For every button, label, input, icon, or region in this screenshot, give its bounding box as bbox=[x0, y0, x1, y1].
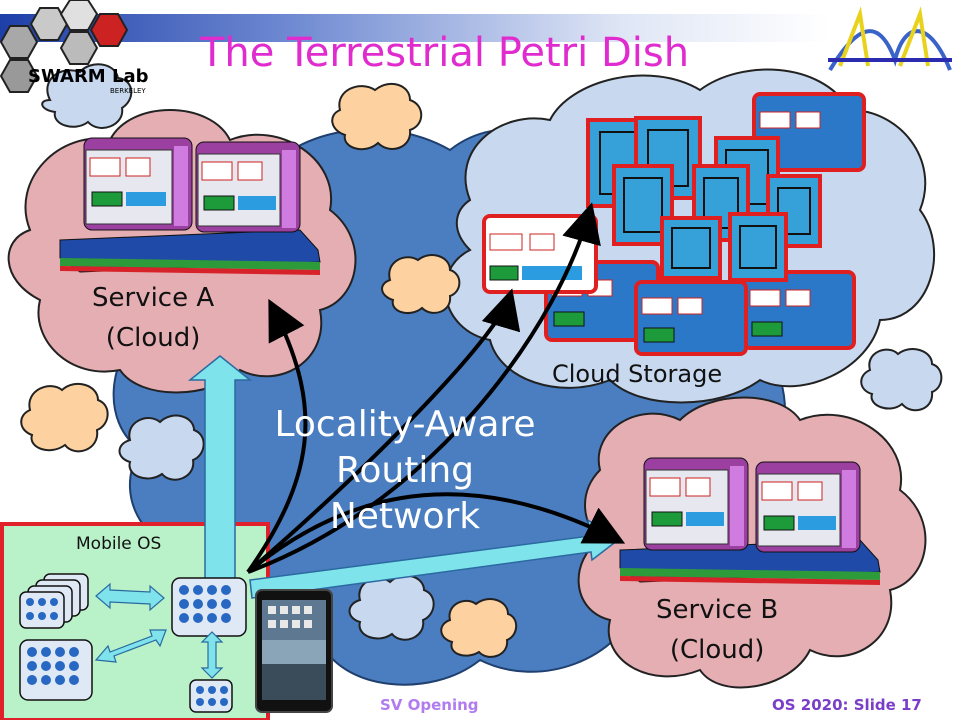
document-icon bbox=[660, 216, 722, 280]
document-icon bbox=[766, 174, 822, 248]
logo-text: SWARM Lab bbox=[28, 66, 149, 87]
footer-slide-number: OS 2020: Slide 17 bbox=[772, 696, 922, 714]
small-cloud bbox=[348, 574, 435, 641]
storage-server bbox=[742, 270, 856, 350]
service-b-subtitle: (Cloud) bbox=[669, 635, 765, 665]
server-unit bbox=[195, 141, 301, 233]
slide-title: The Terrestrial Petri Dish bbox=[200, 30, 690, 76]
app-grid bbox=[19, 639, 93, 701]
network-line-3: Network bbox=[329, 496, 481, 537]
bridge-icon bbox=[828, 6, 952, 72]
routing-arrows bbox=[246, 202, 626, 574]
server-stack-service-b bbox=[619, 457, 881, 585]
small-cloud bbox=[860, 348, 943, 412]
mobile-os-label: Mobile OS bbox=[76, 534, 162, 554]
service-a-title: Service A bbox=[92, 283, 215, 313]
honeycomb-icon bbox=[0, 0, 129, 93]
server-unit bbox=[643, 457, 749, 551]
double-arrow-icon bbox=[94, 582, 224, 679]
network-line-2: Routing bbox=[335, 450, 475, 491]
server-stack-service-a bbox=[59, 137, 321, 275]
network-label: Locality-Aware Routing Network bbox=[250, 402, 560, 540]
document-icon bbox=[728, 212, 788, 282]
cloud-storage-label: Cloud Storage bbox=[552, 360, 723, 388]
small-cloud bbox=[20, 382, 109, 453]
service-b-title: Service B bbox=[656, 595, 779, 625]
service-a-subtitle: (Cloud) bbox=[105, 323, 201, 353]
small-cloud bbox=[331, 82, 423, 151]
app-grid-center bbox=[171, 577, 247, 637]
app-grid-small bbox=[189, 679, 233, 713]
vertical-link-arrow bbox=[187, 355, 253, 591]
storage-server bbox=[634, 280, 748, 356]
server-unit bbox=[83, 137, 193, 231]
small-cloud bbox=[381, 254, 461, 315]
storage-server bbox=[752, 92, 866, 172]
storage-server bbox=[482, 214, 598, 294]
header-bar bbox=[0, 14, 830, 42]
storage-cluster bbox=[482, 92, 866, 356]
tablet-icon bbox=[255, 589, 333, 713]
small-cloud bbox=[440, 598, 518, 658]
service-b-label: Service B (Cloud) bbox=[656, 590, 778, 670]
small-cloud bbox=[41, 63, 133, 129]
small-cloud bbox=[118, 414, 205, 481]
footer-left-text: SV Opening bbox=[380, 696, 479, 714]
app-grid-stack bbox=[19, 573, 89, 629]
logo-subtext: BERKELEY bbox=[110, 87, 146, 95]
service-a-label: Service A (Cloud) bbox=[92, 278, 214, 358]
server-unit bbox=[755, 461, 861, 553]
network-line-1: Locality-Aware bbox=[274, 404, 536, 445]
